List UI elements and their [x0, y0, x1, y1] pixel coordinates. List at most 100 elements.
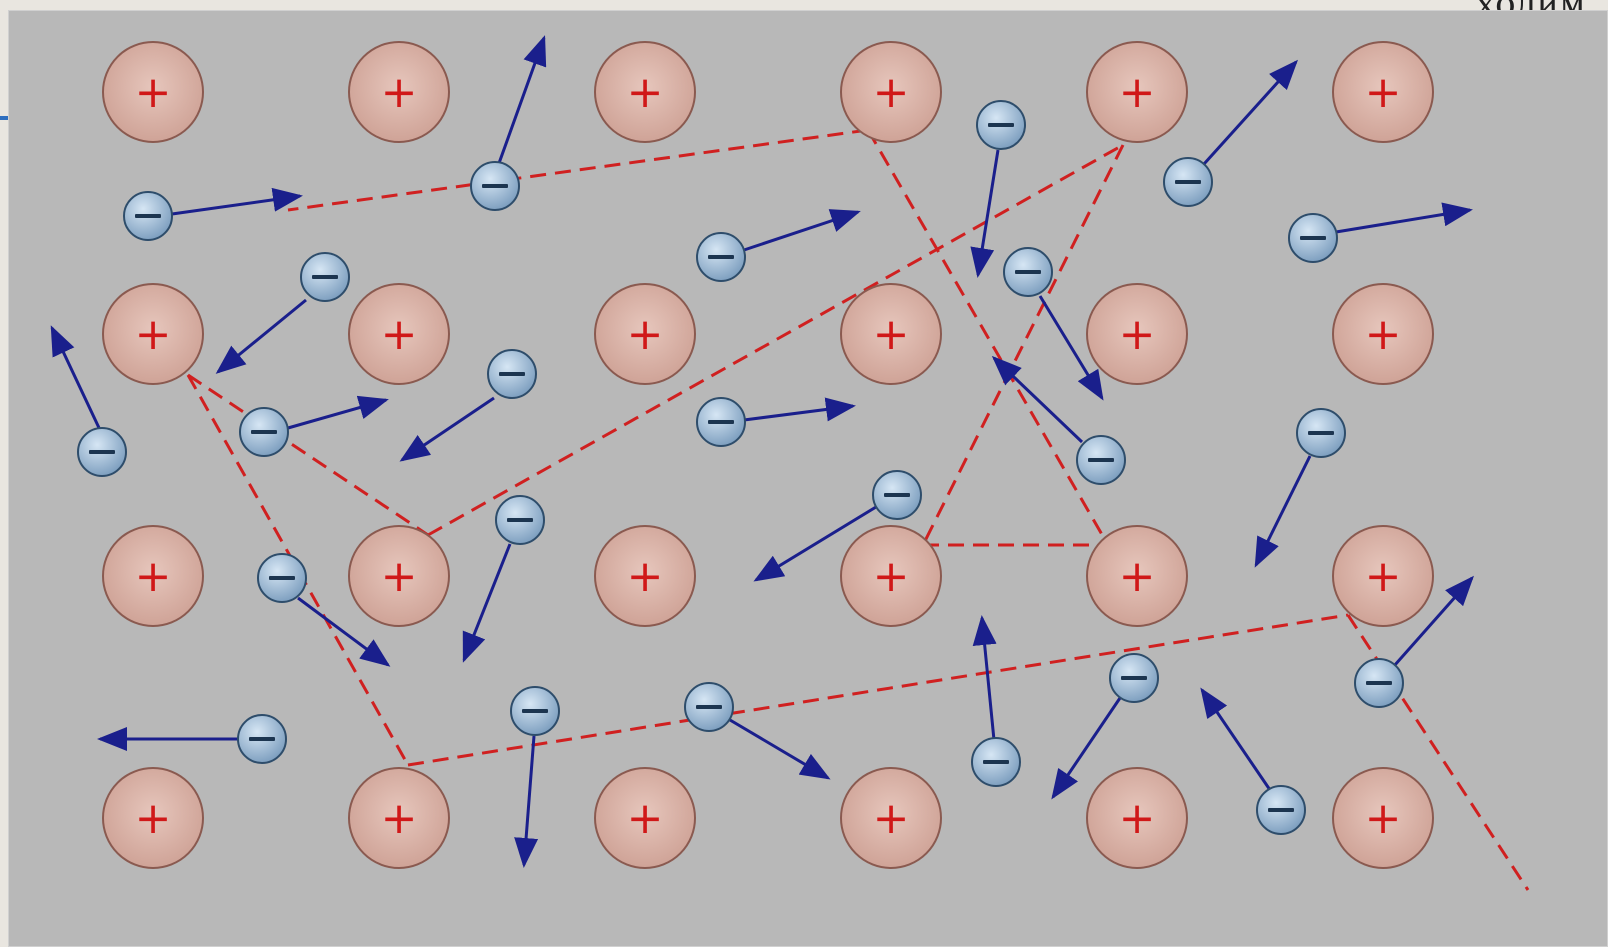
electron-minus-sign [696, 705, 722, 709]
ion-plus-sign: + [627, 551, 664, 602]
ion-plus-sign: + [135, 309, 172, 360]
positive-ion: + [103, 526, 203, 626]
ion-plus-sign: + [135, 793, 172, 844]
velocity-arrow [498, 38, 544, 166]
electron-minus-sign [1088, 458, 1114, 462]
ion-plus-sign: + [1119, 551, 1156, 602]
trajectory-segment [408, 615, 1348, 765]
free-electron [240, 408, 288, 456]
velocity-arrow [52, 328, 100, 430]
velocity-arrow [730, 720, 828, 778]
positive-ion: + [841, 526, 941, 626]
positive-ion: + [1087, 284, 1187, 384]
free-electron [1004, 248, 1052, 296]
ion-plus-sign: + [135, 67, 172, 118]
free-electron [258, 554, 306, 602]
ion-plus-sign: + [381, 551, 418, 602]
electron-minus-sign [507, 518, 533, 522]
positive-ion: + [103, 284, 203, 384]
electron-minus-sign [1015, 270, 1041, 274]
electron-minus-sign [1366, 681, 1392, 685]
electron-minus-sign [1175, 180, 1201, 184]
positive-ion: + [1333, 42, 1433, 142]
positive-ion: + [1087, 526, 1187, 626]
positive-ion: + [1333, 284, 1433, 384]
velocity-arrow [744, 212, 858, 250]
ion-plus-sign: + [873, 309, 910, 360]
velocity-arrow [1256, 456, 1310, 565]
positive-ion: + [103, 42, 203, 142]
ion-plus-sign: + [1119, 793, 1156, 844]
positive-ion: + [1333, 526, 1433, 626]
velocity-arrow [744, 406, 853, 420]
ion-plus-sign: + [873, 67, 910, 118]
positive-ion: + [841, 42, 941, 142]
electron-minus-sign [251, 430, 277, 434]
ion-plus-sign: + [627, 309, 664, 360]
velocity-arrow [1202, 690, 1270, 790]
free-electron [685, 683, 733, 731]
ion-plus-sign: + [873, 551, 910, 602]
electron-minus-sign [983, 760, 1009, 764]
free-electron [1110, 654, 1158, 702]
velocity-arrow [994, 358, 1082, 442]
electron-minus-sign [1268, 808, 1294, 812]
velocity-arrow [982, 618, 994, 740]
free-electron [972, 738, 1020, 786]
electron-minus-sign [482, 184, 508, 188]
positive-ion: + [349, 526, 449, 626]
electron-minus-sign [89, 450, 115, 454]
free-electron [238, 715, 286, 763]
electron-minus-sign [499, 372, 525, 376]
positive-ion: + [349, 284, 449, 384]
velocity-arrow [402, 398, 494, 460]
electron-minus-sign [1308, 431, 1334, 435]
metal-lattice-diagram: ++++++++++++++++++++++++ [8, 10, 1608, 947]
velocity-arrow [464, 544, 510, 660]
velocity-arrow [978, 150, 998, 275]
positive-ion: + [1333, 768, 1433, 868]
free-electron [977, 101, 1025, 149]
trajectory-segment [428, 145, 1123, 535]
free-electron [1297, 409, 1345, 457]
ion-plus-sign: + [1365, 793, 1402, 844]
free-electron [488, 350, 536, 398]
free-electron [1289, 214, 1337, 262]
velocity-arrow [288, 400, 386, 428]
ion-plus-sign: + [381, 793, 418, 844]
free-electron [78, 428, 126, 476]
electron-minus-sign [1121, 676, 1147, 680]
electron-minus-sign [1300, 236, 1326, 240]
electron-minus-sign [135, 214, 161, 218]
trajectory-segment [188, 375, 428, 535]
positive-ion: + [595, 768, 695, 868]
electron-minus-sign [708, 420, 734, 424]
electron-minus-sign [988, 123, 1014, 127]
positive-ion: + [841, 284, 941, 384]
free-electrons [78, 101, 1403, 834]
free-electron [873, 471, 921, 519]
electron-minus-sign [269, 576, 295, 580]
velocity-arrow [218, 300, 306, 372]
free-electron [471, 162, 519, 210]
free-electron [1257, 786, 1305, 834]
velocity-arrow [1336, 210, 1470, 232]
ion-plus-sign: + [627, 67, 664, 118]
positive-ion: + [103, 768, 203, 868]
free-electron [496, 496, 544, 544]
ion-plus-sign: + [627, 793, 664, 844]
electron-minus-sign [522, 709, 548, 713]
velocity-arrow [524, 736, 534, 865]
ion-plus-sign: + [1365, 551, 1402, 602]
free-electron [697, 233, 745, 281]
ion-plus-sign: + [135, 551, 172, 602]
ion-plus-sign: + [381, 67, 418, 118]
electron-minus-sign [249, 737, 275, 741]
ion-plus-sign: + [1365, 309, 1402, 360]
ion-plus-sign: + [381, 309, 418, 360]
ion-plus-sign: + [873, 793, 910, 844]
trajectory-segment [288, 130, 868, 210]
background-slide-rule [0, 116, 8, 120]
electron-minus-sign [884, 493, 910, 497]
positive-ion: + [595, 42, 695, 142]
